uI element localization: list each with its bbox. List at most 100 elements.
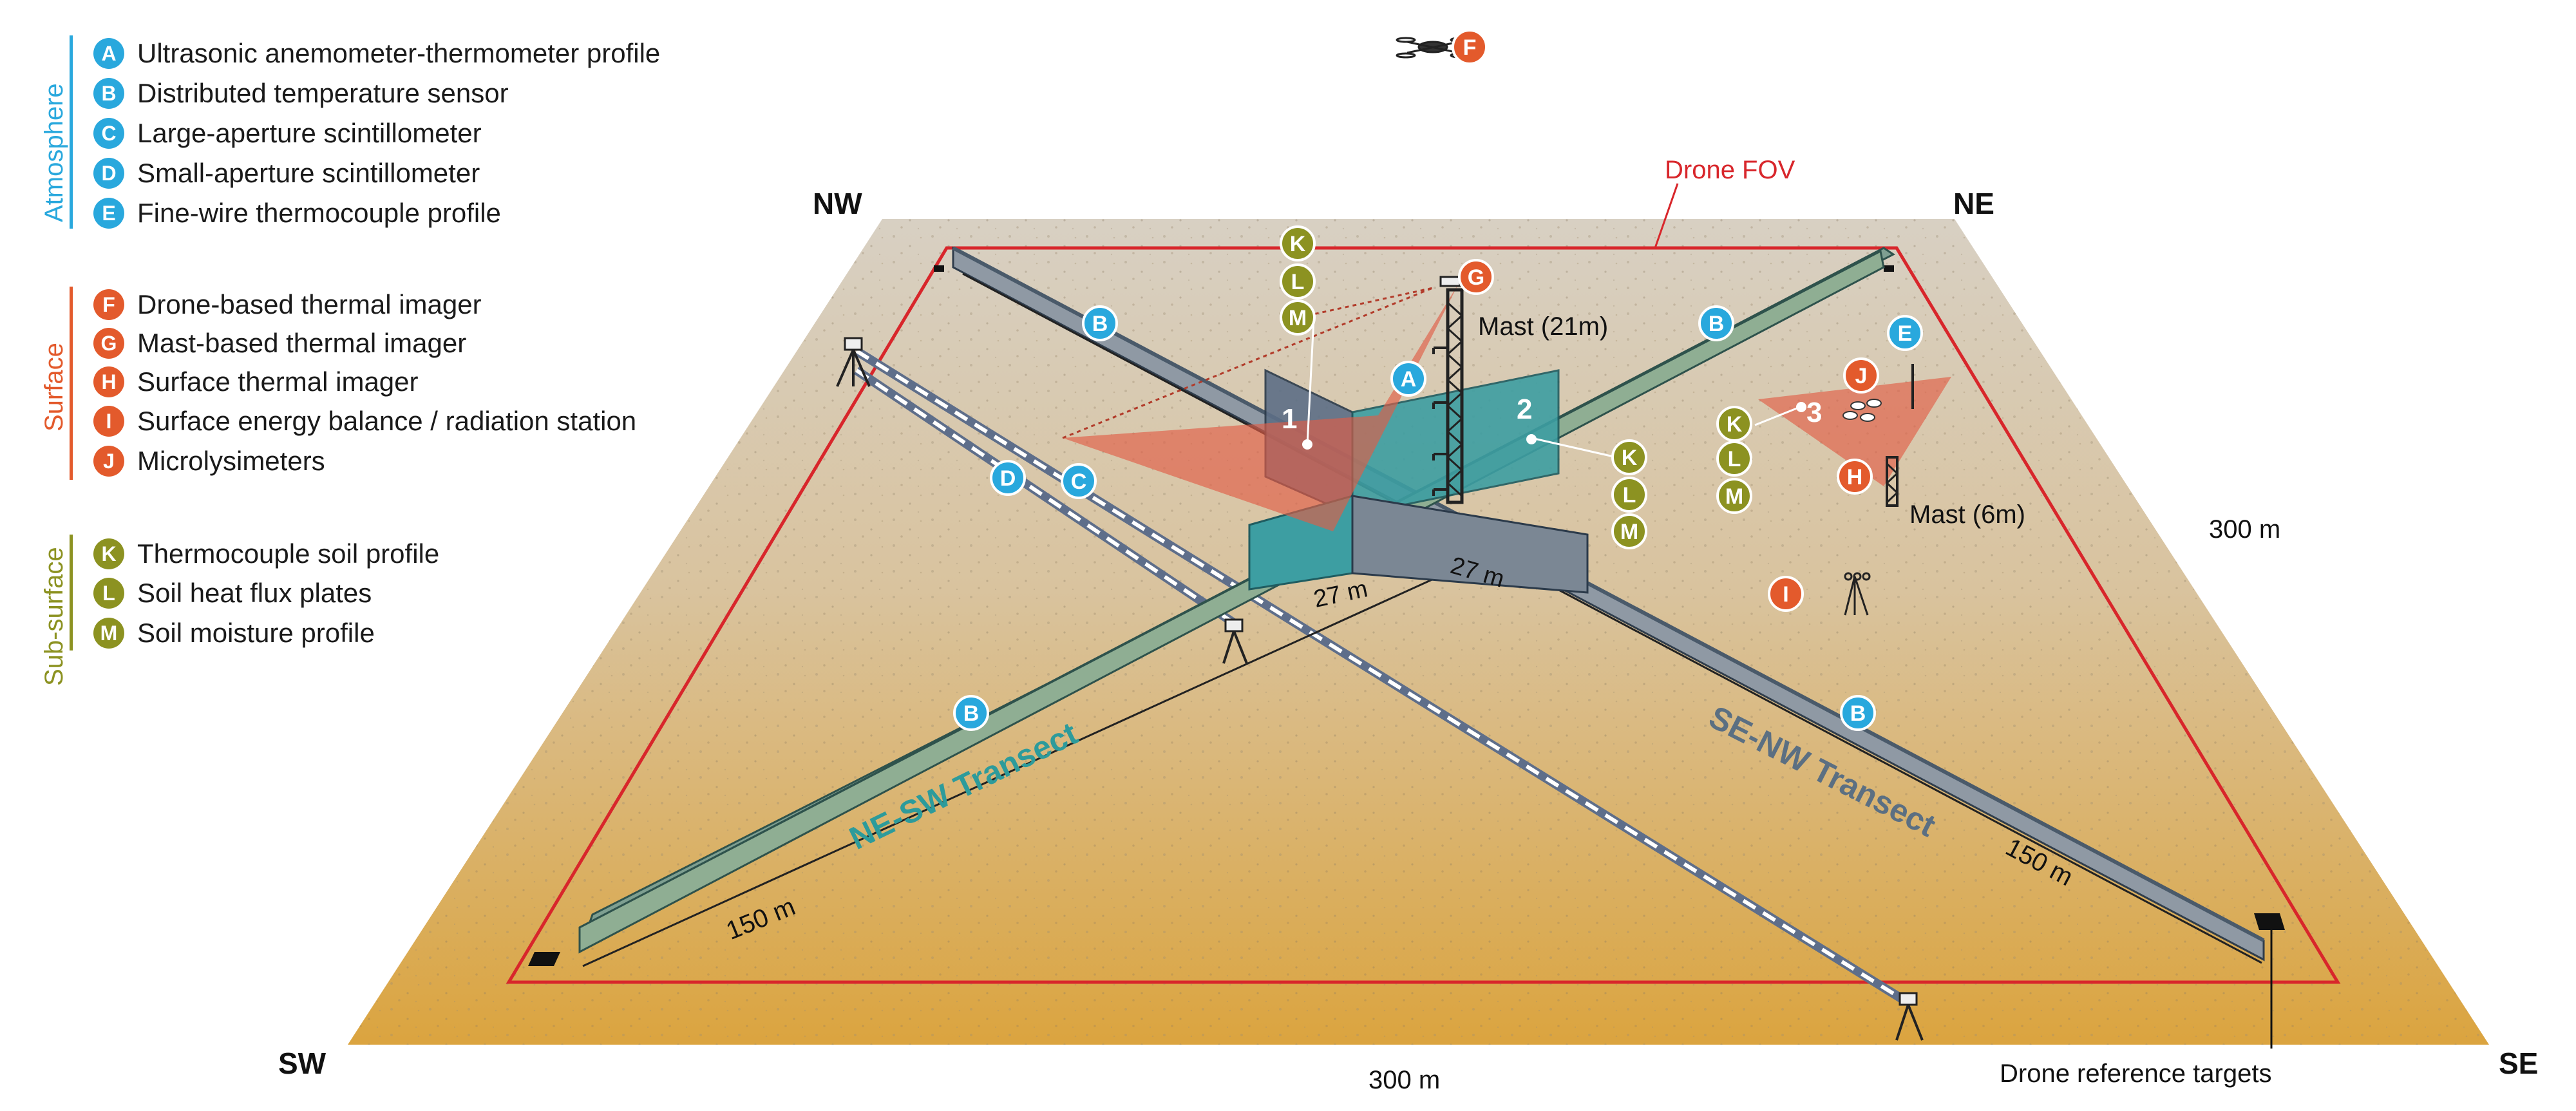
thermal-fov-site1 (1063, 283, 1459, 531)
drone-fov-outline (506, 246, 2341, 984)
scene-badge-i (1768, 576, 1804, 612)
corner-sw: SW (278, 1047, 327, 1080)
badge-f: F (93, 289, 124, 320)
scene-badge-l2 (1611, 477, 1647, 513)
site3-label: 3 (1806, 397, 1822, 428)
group-label-subsurface: Sub-surface (40, 547, 68, 686)
scene-badge-b3 (953, 695, 989, 731)
thermal-fov-ray (1062, 287, 1434, 439)
scene-badge-b2 (1698, 305, 1734, 341)
atmosphere-bar (70, 35, 73, 229)
reference-target-nw (934, 265, 944, 272)
scene-badge-j (1843, 357, 1879, 394)
scene-badge-m1 (1280, 299, 1316, 336)
ground-texture (348, 219, 2489, 1045)
badge-b: B (93, 78, 124, 109)
surface-bar (70, 287, 73, 480)
legend-item: K Thermocouple soil profile (93, 536, 439, 572)
mast21-label: Mast (21m) (1478, 312, 1608, 341)
legend-item: C Large-aperture scintillometer (93, 115, 482, 151)
scene-badge-letter-f: F (1463, 35, 1477, 60)
thermal-fov-site3 (1758, 377, 1951, 486)
group-label-atmosphere: Atmosphere (40, 83, 68, 222)
klm-leader-2 (1531, 437, 1617, 459)
tripod-icon (1222, 618, 1248, 664)
scene-badge-d (990, 460, 1026, 496)
mast-6m (1885, 456, 1899, 507)
klm-leader-3 (1754, 406, 1801, 426)
scene-badge-letter-b4: B (1850, 701, 1866, 726)
site2-label: 2 (1517, 394, 1532, 425)
badge-k: K (93, 538, 124, 569)
corner-se: SE (2499, 1047, 2538, 1080)
mast6-label: Mast (6m) (1909, 500, 2025, 529)
reference-target-ne (1884, 265, 1894, 272)
scene-badge-letter-l2: L (1623, 483, 1636, 508)
site1-label: 1 (1282, 403, 1297, 435)
scene-badge-letter-i: I (1783, 582, 1788, 607)
scene-badge-g (1458, 259, 1494, 295)
scene-badge-b1 (1082, 305, 1118, 341)
badge-m: M (93, 618, 124, 649)
legend-item: I Surface energy balance / radiation stat… (93, 403, 636, 439)
legend-text: Small-aperture scintillometer (137, 158, 480, 188)
mast-21m (1432, 276, 1464, 504)
dim-right-label: 300 m (2209, 515, 2280, 544)
site1-dot (1302, 439, 1312, 450)
scene-badge-letter-b3: B (963, 701, 980, 726)
corner-nw: NW (813, 187, 862, 220)
badge-i: I (93, 406, 124, 437)
scene-badge-m3 (1716, 478, 1752, 514)
legend-text: Drone-based thermal imager (137, 289, 482, 319)
legend-text: Thermocouple soil profile (137, 538, 440, 569)
scene-badge-letter-d: D (1000, 466, 1016, 491)
legend-text: Fine-wire thermocouple profile (137, 198, 501, 228)
subsurface-bar (70, 535, 73, 650)
tripod-icon (1895, 992, 1924, 1041)
microlysimeters (1842, 399, 1882, 422)
scene-badge-letter-l3: L (1728, 447, 1741, 471)
scene-badge-letter-k1: K (1290, 232, 1306, 256)
drone-fov-leader (1654, 183, 1679, 249)
scene-badge-l3 (1716, 441, 1752, 477)
scene-badge-c (1061, 463, 1097, 499)
seb-station (1844, 572, 1871, 616)
scene-badge-letter-m2: M (1620, 520, 1638, 544)
scene-badge-letter-a: A (1401, 367, 1417, 392)
scene-badge-a (1390, 361, 1426, 397)
legend-text: Surface energy balance / radiation stati… (137, 406, 637, 436)
badge-d: D (93, 158, 124, 189)
legend-text: Soil moisture profile (137, 618, 375, 648)
scene-badge-letter-l1: L (1291, 270, 1305, 294)
reference-target-se (2254, 913, 2285, 930)
scene-badge-k1 (1280, 225, 1316, 261)
legend-text: Soil heat flux plates (137, 578, 372, 608)
klm-leader-1 (1306, 318, 1315, 445)
badge-c: C (93, 118, 124, 149)
badge-e: E (93, 198, 124, 229)
drone-fov-label: Drone FOV (1665, 156, 1795, 184)
scintillometer-paths (854, 347, 1909, 1005)
scene-badge-letter-b2: B (1709, 312, 1725, 336)
scene-badge-l1 (1280, 263, 1316, 299)
scene-badge-b4 (1840, 695, 1876, 731)
corner-ne: NE (1953, 187, 1994, 220)
scene-badge-k2 (1611, 439, 1647, 475)
legend-text: Mast-based thermal imager (137, 328, 467, 358)
scene-badge-letter-k3: K (1727, 412, 1743, 437)
scene-badge-letter-h: H (1847, 465, 1863, 489)
badge-a: A (93, 38, 124, 69)
badge-h: H (93, 366, 124, 397)
dim-bottom-label: 300 m (1368, 1066, 1440, 1094)
legend-text: Microlysimeters (137, 446, 325, 476)
reference-target-sw (528, 952, 560, 966)
scene-badge-letter-g: G (1468, 265, 1484, 290)
legend-text: Large-aperture scintillometer (137, 118, 482, 148)
